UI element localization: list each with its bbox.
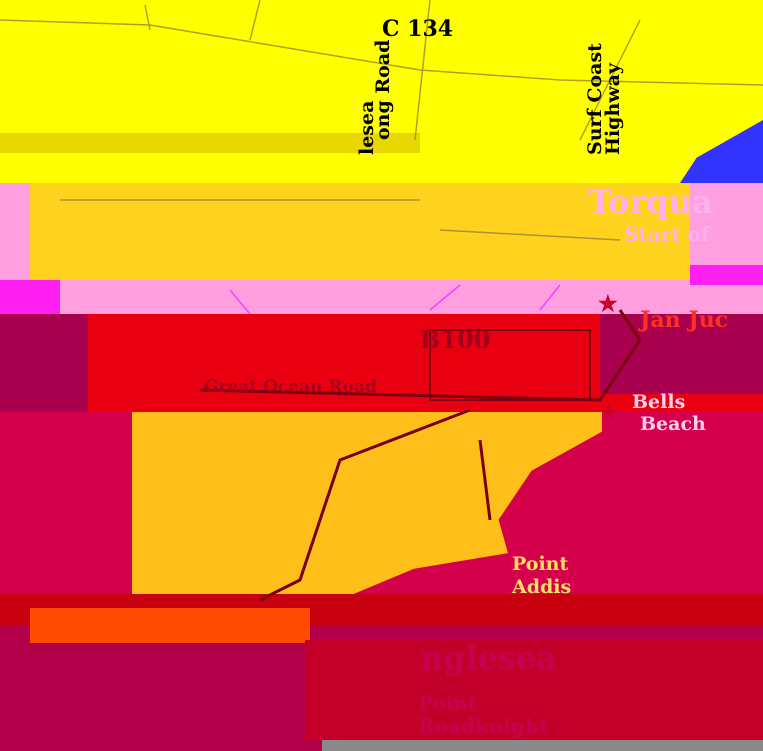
town-label-anglesea: nglesea bbox=[420, 639, 558, 677]
map-band-orange-lower bbox=[30, 608, 310, 643]
map-band-maroon-left bbox=[0, 314, 88, 412]
road-line bbox=[249, 0, 261, 41]
town-label-jan-juc: Jan Juc bbox=[640, 307, 729, 333]
place-label-beach: Beach bbox=[640, 413, 706, 435]
star-marker-jan-juc: ★ bbox=[598, 291, 618, 317]
road-line bbox=[0, 19, 763, 86]
road-label-c134: C 134 bbox=[382, 16, 454, 42]
road-line bbox=[579, 19, 641, 141]
road-line bbox=[539, 284, 561, 311]
road-line bbox=[229, 289, 251, 315]
road-label-geelong-road: ong Road bbox=[372, 39, 394, 140]
road-line bbox=[439, 229, 621, 241]
road-line bbox=[414, 0, 431, 141]
map-band-maroon-right bbox=[600, 314, 763, 394]
road-line bbox=[259, 408, 471, 602]
road-line bbox=[144, 4, 151, 31]
map-band-gold-strip bbox=[0, 133, 420, 153]
road-line bbox=[429, 284, 461, 311]
place-label-point-roadknight-2: Roadknight bbox=[418, 714, 549, 738]
map-band-red-bottom bbox=[305, 640, 763, 740]
road-line bbox=[478, 439, 492, 521]
map-band-grey-bottom bbox=[322, 740, 763, 751]
road-label-highway: Highway bbox=[602, 63, 624, 155]
place-label-point-roadknight-1: Point bbox=[418, 691, 478, 715]
road-line bbox=[429, 329, 591, 401]
town-label-torquay-sub: Start of bbox=[624, 222, 710, 246]
map-band-magenta-left bbox=[0, 280, 60, 314]
great-ocean-road-line bbox=[199, 309, 642, 402]
town-label-torquay: Torqua bbox=[588, 183, 713, 221]
place-label-point-addis-2: Addis bbox=[512, 576, 572, 598]
place-label-bells: Bells bbox=[632, 391, 686, 413]
map-band-gold bbox=[30, 183, 690, 280]
road-label-great-ocean-road: Great Ocean Road bbox=[204, 377, 377, 397]
map-band-magenta-right bbox=[690, 265, 763, 285]
place-label-point-addis-1: Point bbox=[512, 553, 569, 575]
map-band-magenta bbox=[0, 280, 763, 314]
road-label-b100: B100 bbox=[420, 325, 491, 354]
star-marker-bells-beach: ★ bbox=[600, 400, 618, 424]
